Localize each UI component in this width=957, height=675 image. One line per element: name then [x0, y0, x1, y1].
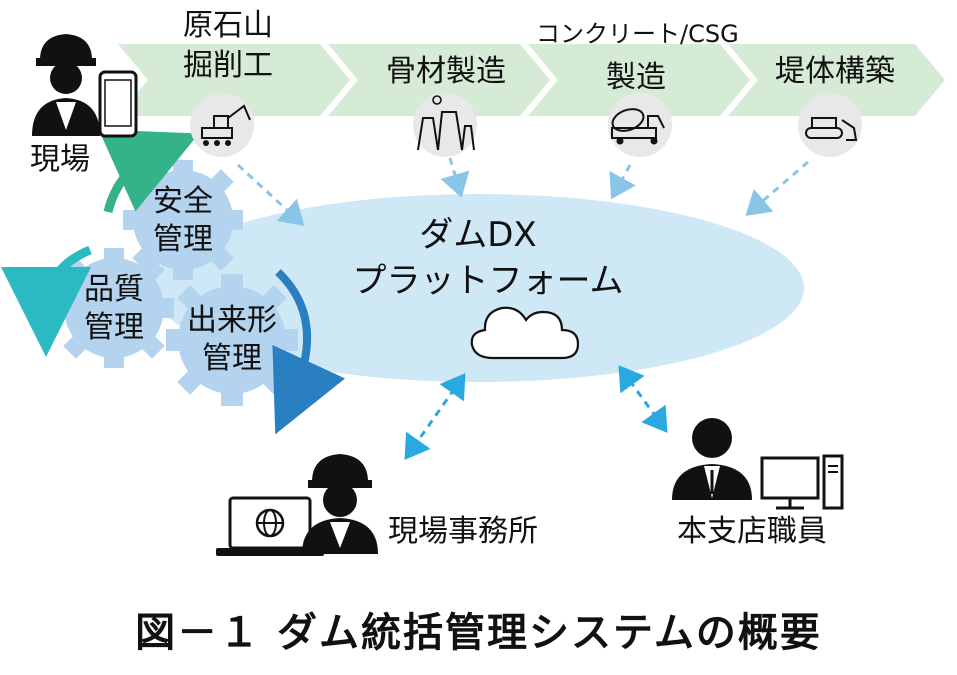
gear-safety-line2: 管理	[153, 222, 213, 257]
link-arrow-site-office	[404, 373, 466, 460]
platform-ellipse	[152, 194, 804, 382]
site-office-worker-icon	[302, 454, 378, 554]
platform-title-line1: ダムDX	[419, 215, 537, 255]
process-step-3-label-line2: 製造	[606, 60, 666, 95]
process-step-1-label-line2: 掘削工	[183, 48, 273, 83]
office-staff-icon	[672, 418, 752, 500]
flow-arrow-embankment	[745, 160, 809, 216]
cycle-arrow-teal	[1, 245, 92, 357]
laptop-icon	[216, 496, 324, 556]
site-worker-icon	[32, 34, 100, 136]
site-label: 現場	[30, 142, 90, 177]
cycle-arrow-blue	[272, 269, 346, 435]
mixer-truck-icon	[608, 93, 672, 157]
data-flow-arrows	[236, 157, 809, 227]
figure-caption: 図－１ ダム統括管理システムの概要	[135, 610, 822, 656]
gear-quality-line2: 管理	[84, 310, 144, 345]
gear-shape	[166, 274, 298, 406]
flow-arrow-excavation	[236, 163, 305, 227]
gear-shape-line2: 管理	[202, 341, 262, 376]
link-arrow-head-office	[618, 365, 668, 433]
gear-safety-line1: 安全	[153, 184, 213, 219]
platform-title-line2: プラットフォーム	[352, 261, 624, 301]
process-step-2-label: 骨材製造	[386, 54, 506, 89]
process-flow	[118, 44, 945, 116]
process-step-1-label-line1: 原石山	[183, 8, 273, 43]
bulldozer-icon	[798, 93, 862, 157]
cloud-icon	[470, 306, 580, 360]
flow-arrow-concrete	[609, 164, 636, 200]
smartphone-icon	[98, 70, 138, 138]
process-step-1-arrow	[118, 44, 350, 116]
process-step-3-arrow	[528, 44, 750, 116]
gear-safety	[123, 160, 243, 280]
excavator-icon	[190, 93, 254, 157]
gear-shape-line1: 出来形	[187, 303, 277, 338]
desktop-pc-icon	[760, 454, 844, 510]
process-step-4-arrow	[728, 44, 945, 116]
quarry-icon	[413, 93, 477, 157]
cycle-arrow-green	[98, 129, 200, 214]
gear-quality-line1: 品質	[84, 272, 144, 307]
flow-arrow-aggregate	[440, 157, 470, 198]
process-step-2-arrow	[328, 44, 550, 116]
head-office-label: 本支店職員	[677, 514, 827, 549]
process-step-3-label-line1: コンクリート/CSG	[536, 20, 739, 48]
gear-quality	[54, 248, 174, 368]
site-office-label: 現場事務所	[388, 514, 538, 549]
process-step-4-label: 堤体構築	[775, 54, 895, 89]
